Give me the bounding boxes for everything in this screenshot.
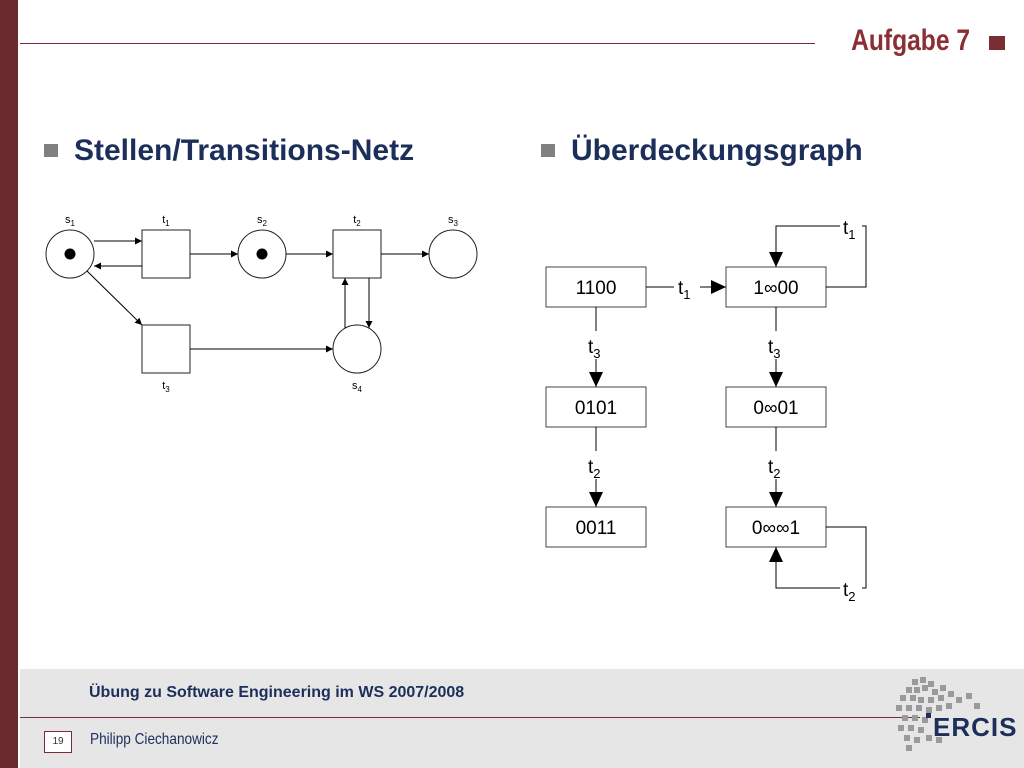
edge-n0ww1-n0ww1 <box>769 526 867 589</box>
marking-label: 0∞∞1 <box>752 518 800 539</box>
place-s4 <box>332 324 382 374</box>
arc-s1-t3 <box>86 270 143 326</box>
place-label-s3: s3 <box>448 214 459 228</box>
place-s3 <box>428 229 478 279</box>
marking-label: 0∞01 <box>753 398 798 419</box>
marking-label: 1100 <box>576 278 617 299</box>
place-label-s2: s2 <box>257 214 268 228</box>
heading-petri-net-text: Stellen/Transitions-Netz <box>74 134 415 167</box>
edge-label-n0w01-n0ww1: t2 <box>768 457 781 481</box>
transition-t3 <box>141 324 191 374</box>
edge-label-n1w00-n1w00: t1 <box>843 218 856 242</box>
transition-t1 <box>141 229 191 279</box>
heading-petri-net: Stellen/Transitions-Netz <box>44 134 414 168</box>
coverability-graph-diagram: 1100 0101 0011 1∞00 0∞01 0∞∞1 t1 t1 t3 t2 t3 t2 t2 <box>545 218 867 604</box>
left-accent-bar <box>0 0 18 768</box>
place-label-s1: s1 <box>65 214 76 228</box>
place-label-s4: s4 <box>352 380 363 394</box>
marking-node <box>725 386 827 428</box>
edge-label-n1100-n0101: t3 <box>588 337 601 361</box>
title-square-icon <box>989 36 1005 50</box>
edge-n1w00-n1w00 <box>769 225 867 288</box>
footer-author: Philipp Ciechanowicz <box>90 731 219 748</box>
header-rule <box>20 43 815 44</box>
marking-label: 1∞00 <box>753 278 798 299</box>
footer-rule <box>20 717 920 718</box>
slide-title: Aufgabe 7 <box>851 24 970 57</box>
marking-label: 0101 <box>575 398 617 419</box>
footer-course-title: Übung zu Software Engineering im WS 2007… <box>89 684 465 701</box>
bullet-square-icon <box>541 143 555 157</box>
ercis-logo-icon <box>896 677 980 751</box>
heading-coverability-graph: Überdeckungsgraph <box>541 134 863 168</box>
edge-label-backdrop <box>840 580 862 602</box>
marking-node <box>725 506 827 548</box>
edge-label-n0101-n0011: t2 <box>588 457 601 481</box>
footer: Übung zu Software Engineering im WS 2007… <box>20 669 1024 768</box>
petri-net-diagram: s1 s2 s3 s4 t1 t2 t3 <box>45 214 478 394</box>
token-s2 <box>256 248 268 260</box>
ercis-logo-text: ERCIS <box>933 712 1018 742</box>
marking-node <box>545 506 647 548</box>
edge-label-n1w00-n0w01: t3 <box>768 337 781 361</box>
transition-label-t3: t3 <box>162 380 170 394</box>
transition-label-t1: t1 <box>162 214 170 228</box>
transition-t2 <box>332 229 382 279</box>
edge-label-backdrop <box>840 218 862 240</box>
edge-label-n1100-n1w00: t1 <box>678 278 691 302</box>
transition-label-t2: t2 <box>353 214 361 228</box>
heading-coverability-graph-text: Überdeckungsgraph <box>571 134 863 167</box>
marking-node <box>545 386 647 428</box>
marking-label: 0011 <box>576 518 617 539</box>
page-number: 19 <box>44 731 72 753</box>
diagrams-canvas: s1 s2 s3 s4 t1 t2 t3 1100 0101 0011 1∞00 0∞01 0∞∞1 t… <box>45 214 867 604</box>
edge-label-n0ww1-n0ww1: t2 <box>843 580 856 604</box>
token-s1 <box>64 248 76 260</box>
bullet-square-icon <box>44 143 58 157</box>
